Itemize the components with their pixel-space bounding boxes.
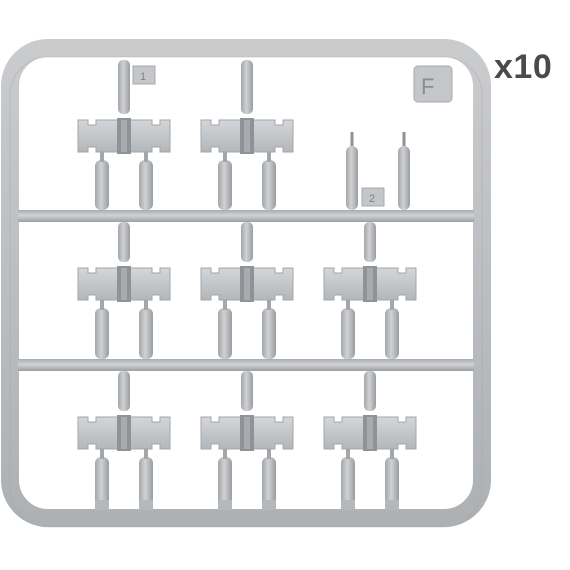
- part-number-tag-1: 1: [132, 65, 156, 85]
- guide-horn-highlight: [244, 417, 250, 449]
- gate-stem: [139, 457, 153, 506]
- gate-neck: [144, 300, 148, 310]
- runner-stub: [95, 500, 109, 510]
- quantity-label: x10: [494, 48, 553, 86]
- gate-stem: [139, 160, 153, 210]
- pin-body: [346, 146, 358, 210]
- track-link-parts: [77, 60, 417, 510]
- runner-stub: [262, 500, 276, 510]
- track-link-part: [200, 371, 294, 506]
- track-link-part: [200, 222, 294, 359]
- runner-stub: [139, 500, 153, 510]
- gate-stem: [262, 160, 276, 210]
- sprue-frame: [1, 39, 491, 527]
- gate-stem: [139, 308, 153, 359]
- gate-stem: [341, 457, 355, 506]
- part-number-tag-2: 2: [361, 187, 385, 207]
- gate-stem: [364, 222, 376, 262]
- sprue-letter-tab: F: [413, 65, 453, 103]
- guide-horn-highlight: [121, 417, 127, 449]
- gate-stem: [95, 308, 109, 359]
- guide-horn-highlight: [367, 417, 373, 449]
- part-number-1: 1: [140, 71, 146, 83]
- gate-neck: [144, 152, 148, 162]
- runner-stub: [385, 500, 399, 510]
- gate-neck: [223, 152, 227, 162]
- track-link-part: [77, 371, 171, 506]
- gate-stem: [95, 160, 109, 210]
- pin-body: [398, 146, 410, 210]
- sprue-letter: F: [421, 74, 434, 99]
- part-number-2: 2: [369, 193, 375, 205]
- gate-stem: [241, 222, 253, 262]
- gate-neck: [390, 300, 394, 310]
- sprue-runner-top: [18, 210, 474, 222]
- gate-stem: [118, 222, 130, 262]
- gate-stem: [118, 371, 130, 411]
- gate-neck: [346, 300, 350, 310]
- gate-neck: [100, 300, 104, 310]
- sprue-runner-bottom: [18, 359, 474, 371]
- gate-stem: [385, 457, 399, 506]
- gate-neck: [267, 300, 271, 310]
- gate-neck: [267, 449, 271, 459]
- gate-neck: [223, 449, 227, 459]
- track-pin: [398, 132, 410, 210]
- gate-stem: [241, 371, 253, 411]
- gate-stem: [385, 308, 399, 359]
- gate-stem: [364, 371, 376, 411]
- gate-stem: [241, 60, 253, 114]
- guide-horn-highlight: [244, 120, 250, 152]
- gate-neck: [100, 152, 104, 162]
- track-link-part: [323, 222, 417, 359]
- track-link-part: [200, 60, 294, 210]
- runner-stub: [341, 500, 355, 510]
- track-pin: [346, 132, 358, 210]
- guide-horn-highlight: [244, 268, 250, 300]
- gate-stem: [95, 457, 109, 506]
- gate-stem: [262, 457, 276, 506]
- track-link-part: [77, 222, 171, 359]
- gate-neck: [390, 449, 394, 459]
- track-link-part: [77, 60, 171, 210]
- gate-stem: [218, 457, 232, 506]
- guide-horn-highlight: [121, 268, 127, 300]
- gate-neck: [144, 449, 148, 459]
- pin-tip: [350, 132, 354, 148]
- gate-neck: [223, 300, 227, 310]
- gate-stem: [341, 308, 355, 359]
- gate-stem: [118, 60, 130, 114]
- guide-horn-highlight: [121, 120, 127, 152]
- gate-stem: [218, 308, 232, 359]
- gate-stem: [262, 308, 276, 359]
- runner-stub: [218, 500, 232, 510]
- pin-tip: [402, 132, 406, 148]
- gate-neck: [267, 152, 271, 162]
- track-link-part: [323, 371, 417, 506]
- guide-horn-highlight: [367, 268, 373, 300]
- gate-neck: [346, 449, 350, 459]
- gate-stem: [218, 160, 232, 210]
- gate-neck: [100, 449, 104, 459]
